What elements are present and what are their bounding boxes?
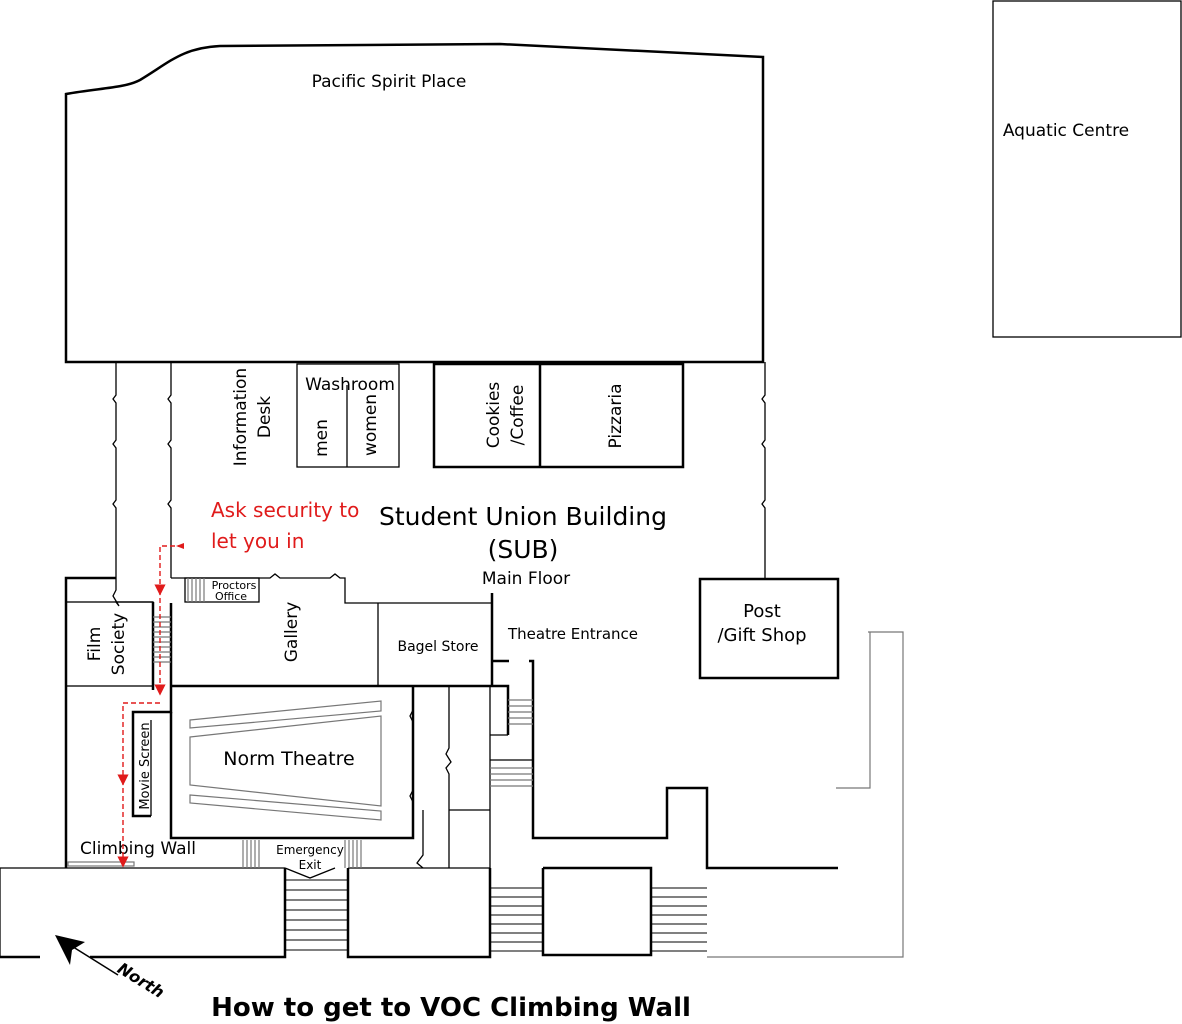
emergency-label-2: Exit [299,858,322,872]
proctor-stairs [187,578,205,602]
aquatic-centre-label: Aquatic Centre [1003,121,1129,141]
west-wing: Film Society Movie Screen [64,576,173,868]
map-title: How to get to VOC Climbing Wall [211,993,691,1023]
exit-stairs [242,840,362,868]
pacific-spirit-label: Pacific Spirit Place [312,72,467,92]
info-desk-label-2: Desk [255,396,275,438]
theatre-stairs [490,699,533,787]
food-shops: Cookies /Coffee Pizzaria [432,362,685,469]
proctors-label-2: Office [215,590,247,603]
sub-abbrev: (SUB) [488,535,559,564]
south-band: Emergency Exit Climbing Wall [0,839,707,959]
sub-name: Student Union Building [379,502,667,531]
bagel-store-label: Bagel Store [397,639,478,655]
north-arrow-line [69,944,119,976]
information-desk: Information Desk [231,368,275,466]
film-label-2: Society [109,613,129,675]
corridor-walls [112,362,766,578]
theatre-entrance-label: Theatre Entrance [507,625,638,643]
washroom-label: Washroom [305,375,395,395]
post-label-1: Post [743,601,781,622]
east-wing: Post /Gift Shop [490,577,904,958]
emergency-label-1: Emergency [276,843,344,857]
arrow-head-icon [55,935,85,965]
women-label: women [361,394,381,456]
security-note: Ask security to let you in [211,498,359,553]
norm-theatre-label: Norm Theatre [223,748,354,770]
cookies-label-2: /Coffee [508,385,528,446]
proctors-label-1: Proctors [212,579,257,592]
pacific-spirit-place: Pacific Spirit Place [64,42,765,364]
norm-theatre: Norm Theatre [169,684,510,869]
north-label: North [114,959,168,1002]
pizzaria-label: Pizzaria [606,384,626,449]
gallery-label: Gallery [282,602,302,663]
note-line-2: let you in [211,529,304,553]
washroom: Washroom men women [296,363,400,468]
info-desk-label-1: Information [231,368,251,466]
route-to-climbing-wall [117,543,184,868]
movie-screen-label: Movie Screen [138,722,153,809]
cookies-label-1: Cookies [484,382,504,449]
sub-floor: Main Floor [482,569,570,589]
north-arrow: North [55,935,168,1002]
central-rooms: Proctors Office Gallery Bagel Store Thea… [171,573,638,686]
film-label-1: Film [85,627,105,662]
men-label: men [312,419,332,457]
note-line-1: Ask security to [211,498,359,522]
south-stairs [285,879,707,952]
post-label-2: /Gift Shop [717,625,806,646]
aquatic-centre: Aquatic Centre [992,0,1182,338]
sub-label: Student Union Building (SUB) Main Floor [379,502,667,589]
climbing-wall-label: Climbing Wall [80,839,196,859]
stairs-west [153,616,171,663]
